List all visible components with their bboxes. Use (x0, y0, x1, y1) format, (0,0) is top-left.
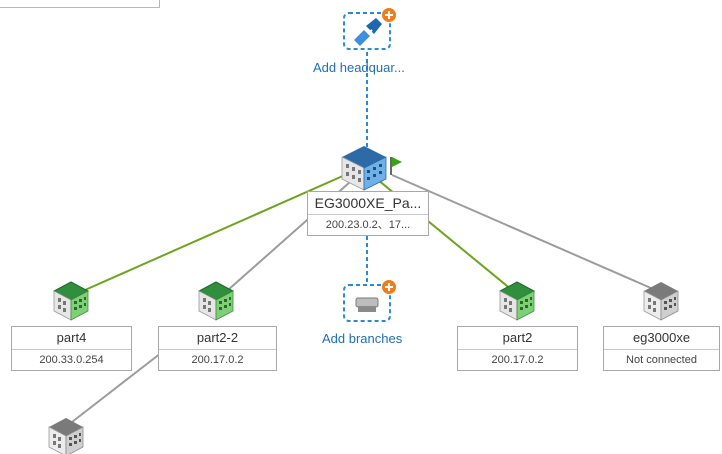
flag-icon (390, 157, 402, 175)
branch-name: eg3000xe (604, 327, 719, 350)
branch-ip: 200.33.0.254 (39, 354, 104, 366)
building-icon[interactable] (48, 417, 84, 454)
add-branches-button[interactable] (343, 280, 396, 322)
plus-badge-icon (382, 280, 396, 294)
hq-card[interactable]: EG3000XE_Pa... 200.23.0.2、17... (307, 191, 429, 236)
branch-card-part4[interactable]: part4 200.33.0.254 (11, 326, 132, 371)
link-hq-eg3000xe (391, 174, 661, 293)
plus-badge-icon (382, 8, 396, 22)
link-hq-part4 (84, 174, 346, 291)
add-headquarters-label[interactable]: Add headquar... (313, 60, 405, 75)
add-branches-label[interactable]: Add branches (322, 331, 403, 346)
branch-name: part2 (458, 327, 577, 350)
branch-ip: 200.17.0.2 (191, 354, 244, 366)
building-icon[interactable] (53, 281, 89, 321)
branch-card-part2-2[interactable]: part2-2 200.17.0.2 (158, 326, 277, 371)
branch-name: part2-2 (159, 327, 276, 350)
branch-card-eg3000xe[interactable]: eg3000xe Not connected (603, 326, 720, 371)
plug-icon (354, 18, 382, 46)
search-box[interactable] (0, 0, 160, 8)
hq-ip: 200.23.0.2、17... (325, 219, 411, 231)
building-icon[interactable] (198, 281, 234, 321)
router-icon (355, 297, 379, 312)
branch-card-part2[interactable]: part2 200.17.0.2 (457, 326, 578, 371)
building-icon[interactable] (499, 281, 535, 321)
branch-name: part4 (12, 327, 131, 350)
branch-ip: 200.17.0.2 (491, 354, 544, 366)
hq-name: EG3000XE_Pa... (308, 192, 428, 215)
link-part2-2-child (71, 345, 171, 423)
add-headquarters-button[interactable] (343, 8, 396, 50)
branch-ip: Not connected (626, 354, 697, 366)
